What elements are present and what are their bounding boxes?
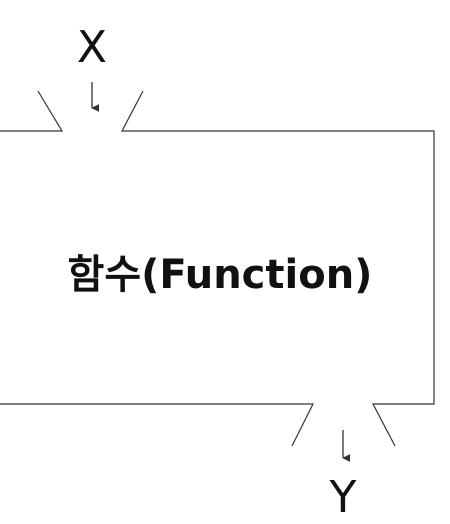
output-label: Y — [329, 472, 357, 523]
input-label: X — [77, 22, 107, 73]
function-label: 함수(Function) — [68, 252, 373, 298]
function-box — [0, 90, 435, 447]
